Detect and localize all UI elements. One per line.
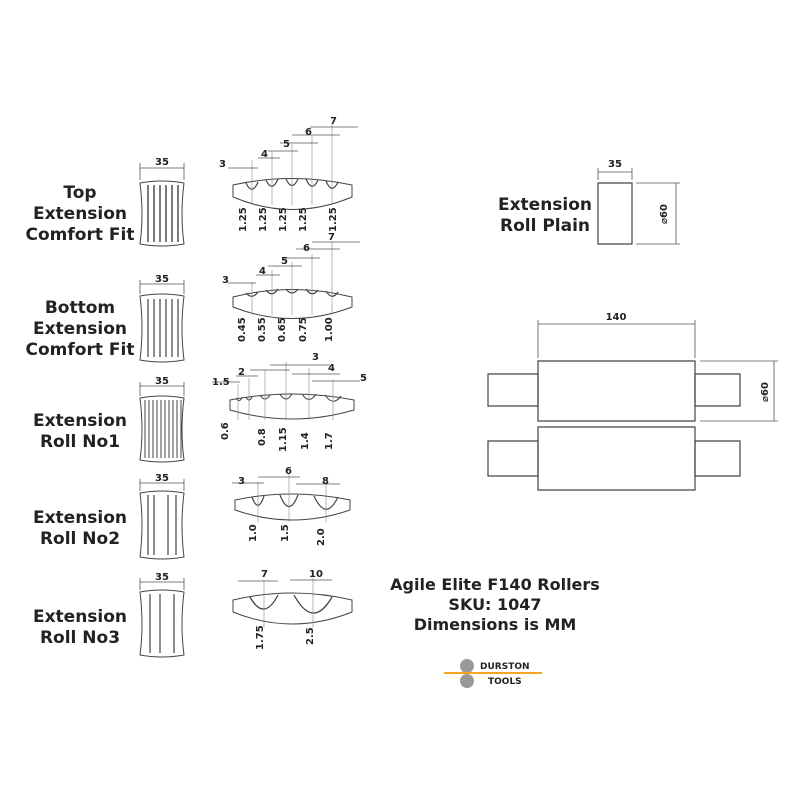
no2-width-3: 3: [238, 476, 245, 487]
front-width-dimensions: [139, 163, 185, 590]
no3-width-7: 7: [261, 569, 268, 580]
no1-depth-2: 0.8: [257, 428, 268, 446]
top-depth-2: 1.25: [258, 207, 269, 232]
label-extension-roll-no2: Extension Roll No2: [32, 508, 128, 549]
no2-depth-2: 1.5: [280, 524, 291, 542]
label-top-extension-comfort-fit: Top Extension Comfort Fit: [25, 183, 135, 245]
product-sku: SKU: 1047: [448, 595, 542, 614]
assembly-diameter: ⌀60: [760, 382, 771, 402]
logo-text-durston: DURSTON: [480, 662, 530, 672]
bottom-depth-2: 0.55: [257, 317, 268, 342]
top-depth-4: 1.25: [298, 207, 309, 232]
no2-width-6: 6: [285, 466, 292, 477]
bottom-depth-5: 1.00: [324, 317, 335, 342]
front-view-no1: [139, 395, 185, 463]
label-bottom-extension-comfort-fit: Bottom Extension Comfort Fit: [25, 298, 135, 360]
front-view-no3: [139, 589, 185, 658]
width-35-no3: 35: [155, 572, 169, 583]
front-view-bottom-comfort: [139, 293, 185, 363]
profile-top-comfort: [232, 124, 353, 210]
no1-depth-4: 1.4: [300, 432, 311, 450]
groove-width-arrows: [212, 126, 360, 582]
no1-width-3: 3: [312, 352, 319, 363]
bottom-width-7: 7: [328, 232, 335, 243]
dimension-labels: 35 35 35 35 35 3 4 5 6 7 1.25 1.25 1.25 …: [155, 116, 771, 650]
no1-depth-3: 1.15: [278, 427, 289, 452]
no2-width-8: 8: [322, 476, 329, 487]
front-views: [139, 180, 185, 658]
top-width-6: 6: [305, 127, 312, 138]
logo-lower-circle: [460, 674, 474, 688]
profile-no2: [234, 474, 351, 522]
top-width-3: 3: [219, 159, 226, 170]
lower-roller: [487, 426, 741, 491]
front-view-no2: [139, 490, 185, 560]
width-35-top: 35: [155, 157, 169, 168]
no1-depth-1: 0.6: [220, 422, 231, 440]
profile-no1: [229, 362, 355, 420]
bottom-depth-1: 0.45: [237, 317, 248, 342]
bottom-width-5: 5: [281, 256, 288, 267]
width-35-no2: 35: [155, 473, 169, 484]
logo-upper-circle: [460, 659, 474, 673]
dimension-unit-note: Dimensions is MM: [413, 615, 577, 634]
top-width-5: 5: [283, 139, 290, 150]
no3-width-10: 10: [309, 569, 323, 580]
no1-width-1-5: 1.5: [212, 377, 230, 388]
bottom-width-6: 6: [303, 243, 310, 254]
no1-width-5: 5: [360, 373, 367, 384]
top-depth-1: 1.25: [238, 207, 249, 232]
top-depth-5: 1.25: [328, 207, 339, 232]
product-title: Agile Elite F140 Rollers: [390, 575, 600, 594]
plain-roll: [597, 168, 680, 245]
label-extension-roll-no3: Extension Roll No3: [32, 607, 128, 648]
width-35-no1: 35: [155, 376, 169, 387]
profile-no3: [232, 578, 353, 628]
width-35-bottom: 35: [155, 274, 169, 285]
profile-bottom-comfort: [232, 242, 353, 319]
no1-width-4: 4: [328, 363, 335, 374]
durston-logo: DURSTON TOOLS: [444, 659, 542, 688]
no2-depth-1: 1.0: [248, 524, 259, 542]
product-info: Agile Elite F140 Rollers SKU: 1047 Dimen…: [390, 575, 600, 635]
top-depth-3: 1.25: [278, 207, 289, 232]
front-view-top-comfort: [139, 180, 185, 247]
plain-width: 35: [608, 159, 622, 170]
no2-depth-3: 2.0: [316, 528, 327, 546]
bottom-width-4: 4: [259, 266, 266, 277]
bottom-width-3: 3: [222, 275, 229, 286]
bottom-depth-3: 0.65: [277, 317, 288, 342]
label-extension-roll-no1: Extension Roll No1: [32, 411, 128, 452]
bottom-depth-4: 0.75: [298, 317, 309, 342]
top-width-7: 7: [330, 116, 337, 127]
plain-diameter: ⌀60: [659, 204, 670, 224]
roller-assembly: [487, 320, 778, 491]
assembly-length: 140: [606, 312, 627, 323]
no3-depth-1: 1.75: [255, 625, 266, 650]
upper-roller: [487, 360, 741, 422]
top-width-4: 4: [261, 149, 268, 160]
no1-width-2: 2: [238, 367, 245, 378]
label-extension-roll-plain: Extension Roll Plain: [497, 195, 593, 236]
no1-depth-5: 1.7: [324, 432, 335, 450]
no3-depth-2: 2.5: [305, 627, 316, 645]
logo-text-tools: TOOLS: [488, 677, 522, 687]
